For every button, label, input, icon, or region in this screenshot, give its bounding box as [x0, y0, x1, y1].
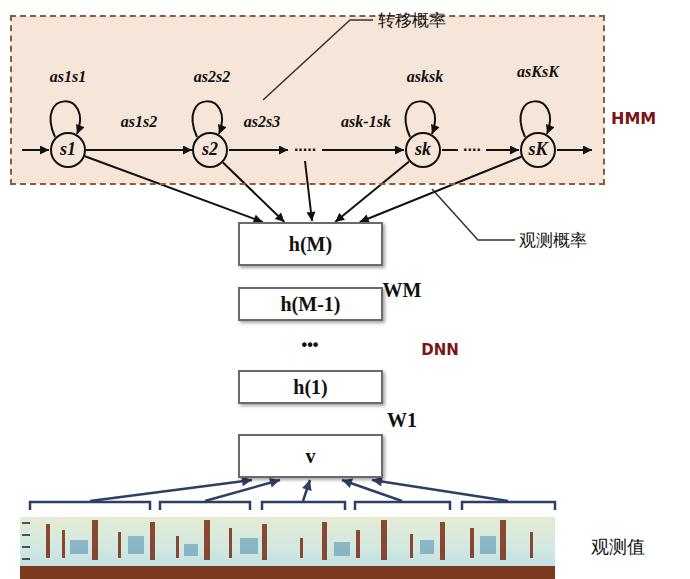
chain-arrows: [22, 150, 592, 221]
transition-prob: as2s3: [244, 113, 280, 131]
layer-name: h(M-1): [281, 293, 341, 315]
weight-label: W1: [387, 409, 417, 432]
layer-name: v: [306, 445, 316, 467]
dnn-layer-box: h(1): [238, 370, 383, 404]
transition-prob: ask-1sk: [341, 113, 391, 131]
connector-arrow: [223, 163, 284, 222]
state-name: sk: [415, 140, 431, 160]
callout-label: 观测概率: [519, 229, 587, 252]
dnn-layer-box: v: [238, 434, 383, 478]
weight-label: WM: [383, 279, 422, 302]
ellipsis: •••: [302, 336, 319, 354]
bracket: [30, 502, 150, 510]
leader-line: [263, 20, 373, 100]
state-name: s1: [60, 140, 76, 160]
state-name: sK: [528, 140, 547, 160]
exit-arrow: [557, 149, 592, 151]
bracket: [355, 502, 450, 510]
bracket: [462, 502, 555, 510]
transition-prob: asKsK: [517, 63, 559, 81]
bracket: [262, 502, 345, 510]
input-arrow: [205, 480, 280, 501]
transition-arrow: [322, 149, 404, 151]
input-arrow: [372, 480, 508, 501]
transition-prob: as2s2: [194, 68, 230, 86]
leader-line: [432, 189, 515, 240]
section-label: DNN: [421, 341, 459, 359]
transition-arrow: [229, 149, 288, 151]
region-heading: HMM: [611, 109, 656, 128]
connector-arrow: [86, 149, 192, 151]
layer-name: h(M): [289, 233, 332, 255]
transition-prob: asksk: [407, 68, 443, 86]
entry-arrow: [22, 149, 49, 151]
ellipsis: ....: [463, 137, 481, 155]
spectrogram-streaks: [46, 520, 533, 560]
connector-arrow: [335, 161, 409, 222]
callout-label: 观测值: [591, 535, 645, 559]
transition-arrow: [486, 149, 519, 151]
state-name: s2: [202, 140, 218, 160]
input-arrow: [303, 480, 310, 501]
state-circle: sK: [520, 132, 556, 168]
leader-lines: [263, 20, 515, 240]
spectrogram: [20, 517, 555, 579]
spectrogram-band: [20, 566, 555, 579]
input-arrows: [90, 480, 508, 501]
transition-line: [442, 149, 458, 151]
dnn-layer-box: h(M-1): [238, 287, 383, 321]
bracket: [160, 502, 250, 510]
transition-prob: as1s2: [121, 113, 157, 131]
state-circle: s2: [192, 132, 228, 168]
connector-arrow: [85, 156, 263, 222]
axis-ticks: [22, 523, 30, 559]
input-arrow: [90, 480, 252, 501]
transition-prob: as1s1: [50, 68, 86, 86]
hmm-region: s1s2sksKHMM: [10, 15, 605, 185]
state-circle: s1: [50, 132, 86, 168]
dnn-layer-box: h(M): [238, 222, 383, 266]
callout-label: 转移概率: [378, 9, 446, 32]
ellipsis: .....: [294, 137, 316, 155]
layer-name: h(1): [293, 376, 327, 398]
self-loops: [50, 101, 550, 137]
connector-arrow: [360, 157, 522, 222]
spectrogram-ground: [20, 517, 555, 579]
frame-brackets: [30, 502, 555, 510]
emission-arrow: [305, 161, 312, 221]
spectrogram-patches: [70, 536, 496, 556]
state-circle: sk: [405, 132, 441, 168]
